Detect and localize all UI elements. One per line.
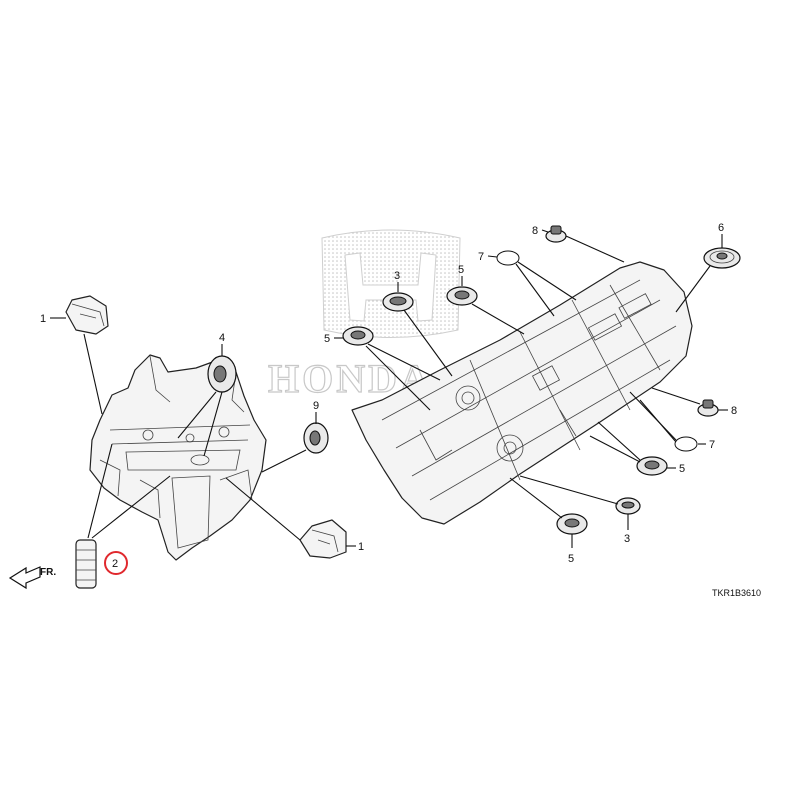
callout-3-upper[interactable]: 3 bbox=[394, 270, 400, 282]
bump-stop-boot[interactable] bbox=[75, 539, 97, 589]
rear-floor-assembly bbox=[351, 261, 693, 525]
seal-part-7-lower[interactable] bbox=[674, 436, 698, 452]
callout-5-upper-right[interactable]: 5 bbox=[458, 264, 464, 276]
front-body-assembly bbox=[89, 354, 267, 561]
callout-7-lower[interactable]: 7 bbox=[709, 439, 715, 451]
callout-3-lower[interactable]: 3 bbox=[624, 533, 630, 545]
front-direction-marker: FR. bbox=[8, 566, 56, 590]
callouts: 1 4 9 1 2 3 5 5 7 8 6 8 7 5 3 5 bbox=[40, 222, 737, 570]
seal-part-7-upper[interactable] bbox=[496, 250, 520, 266]
grommet-part-9[interactable] bbox=[303, 422, 329, 454]
callout-9[interactable]: 9 bbox=[313, 400, 319, 412]
callout-5-lower[interactable]: 5 bbox=[568, 553, 574, 565]
callout-5-upper-left[interactable]: 5 bbox=[324, 333, 330, 345]
engine-mount-lower[interactable] bbox=[299, 519, 347, 559]
grommet-part-3-upper[interactable] bbox=[382, 292, 414, 312]
plug-part-8-upper[interactable] bbox=[545, 225, 567, 243]
honda-watermark-logo: HONDA bbox=[267, 229, 461, 402]
callout-8-upper[interactable]: 8 bbox=[532, 225, 538, 237]
callout-1-upper[interactable]: 1 bbox=[40, 313, 46, 325]
grommet-part-5-upper-right[interactable] bbox=[446, 286, 478, 306]
grommet-part-5-lower-right[interactable] bbox=[636, 456, 668, 476]
grommet-part-3-lower[interactable] bbox=[615, 497, 641, 515]
callout-2[interactable]: 2 bbox=[112, 558, 118, 570]
callout-8-lower[interactable]: 8 bbox=[731, 405, 737, 417]
grommet-part-6[interactable] bbox=[703, 247, 741, 269]
callout-5-lower-right[interactable]: 5 bbox=[679, 463, 685, 475]
callout-1-lower[interactable]: 1 bbox=[358, 541, 364, 553]
leader-lines bbox=[50, 229, 728, 548]
engine-mount-upper[interactable] bbox=[65, 295, 109, 335]
grommet-part-5-upper-left[interactable] bbox=[342, 326, 374, 346]
plug-part-8-lower[interactable] bbox=[697, 399, 719, 417]
diagram-reference-code: TKR1B3610 bbox=[712, 588, 761, 598]
highlight-ring bbox=[104, 551, 128, 575]
front-label: FR. bbox=[40, 567, 56, 578]
callout-6[interactable]: 6 bbox=[718, 222, 724, 234]
grommet-part-4[interactable] bbox=[207, 355, 237, 393]
callout-4[interactable]: 4 bbox=[219, 332, 225, 344]
callout-7-upper[interactable]: 7 bbox=[478, 251, 484, 263]
